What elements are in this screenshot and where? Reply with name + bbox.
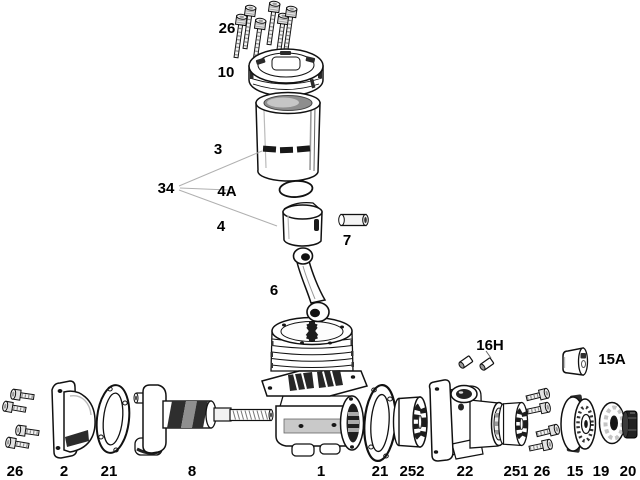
part-piston-pin: [338, 213, 369, 227]
label-crankcase: 1: [317, 463, 325, 480]
label-piston-pin: 7: [343, 232, 351, 249]
label-top-screws: 26: [219, 20, 236, 37]
part-prop-nut-cone: [562, 347, 589, 376]
label-front-screws: 26: [534, 463, 551, 480]
label-prop-nut: 20: [620, 463, 637, 480]
part-carb-retainer-pins: [458, 350, 495, 371]
label-backplate: 2: [60, 463, 68, 480]
label-bearing-251: 251: [503, 463, 528, 480]
label-piston: 4: [217, 218, 226, 235]
label-drive-washer: 15: [567, 463, 584, 480]
part-prop-nut: [621, 410, 638, 439]
label-connecting-rod: 6: [270, 282, 278, 299]
part-prop-washer: [598, 401, 626, 445]
part-front-gasket: [363, 383, 397, 463]
part-backplate: [51, 380, 96, 459]
label-cylinder-liner: 3: [214, 141, 222, 158]
part-connecting-rod: [292, 247, 330, 323]
part-front-housing: [428, 379, 508, 462]
leader-lines-piston-set: [178, 150, 278, 227]
label-front-gasket: 21: [372, 463, 389, 480]
label-crankshaft: 8: [188, 463, 196, 480]
label-piston-set: 34: [158, 180, 175, 197]
label-rear-gasket: 21: [101, 463, 118, 480]
part-crankshaft: [133, 384, 274, 456]
label-rear-screws: 26: [7, 463, 24, 480]
part-cylinder-head: [248, 48, 324, 97]
part-piston-ring: [278, 180, 314, 198]
label-front-housing: 22: [457, 463, 474, 480]
part-cylinder-liner: [255, 91, 321, 182]
part-rear-screws: [0, 387, 42, 453]
part-front-screws: [523, 386, 562, 456]
label-prop-washer: 19: [593, 463, 610, 480]
label-piston-ring: 4A: [217, 183, 236, 200]
label-carb-retainer: 16H: [476, 337, 504, 354]
part-piston: [282, 202, 323, 247]
part-bearing-252: [394, 397, 428, 447]
label-cylinder-head: 10: [218, 64, 235, 81]
part-bearing-251: [499, 403, 528, 446]
part-drive-washer: [560, 394, 597, 453]
part-rear-gasket: [95, 384, 131, 454]
label-prop-nut-cone: 15A: [598, 351, 626, 368]
part-crankcase: [261, 316, 369, 457]
label-bearing-252: 252: [399, 463, 424, 480]
